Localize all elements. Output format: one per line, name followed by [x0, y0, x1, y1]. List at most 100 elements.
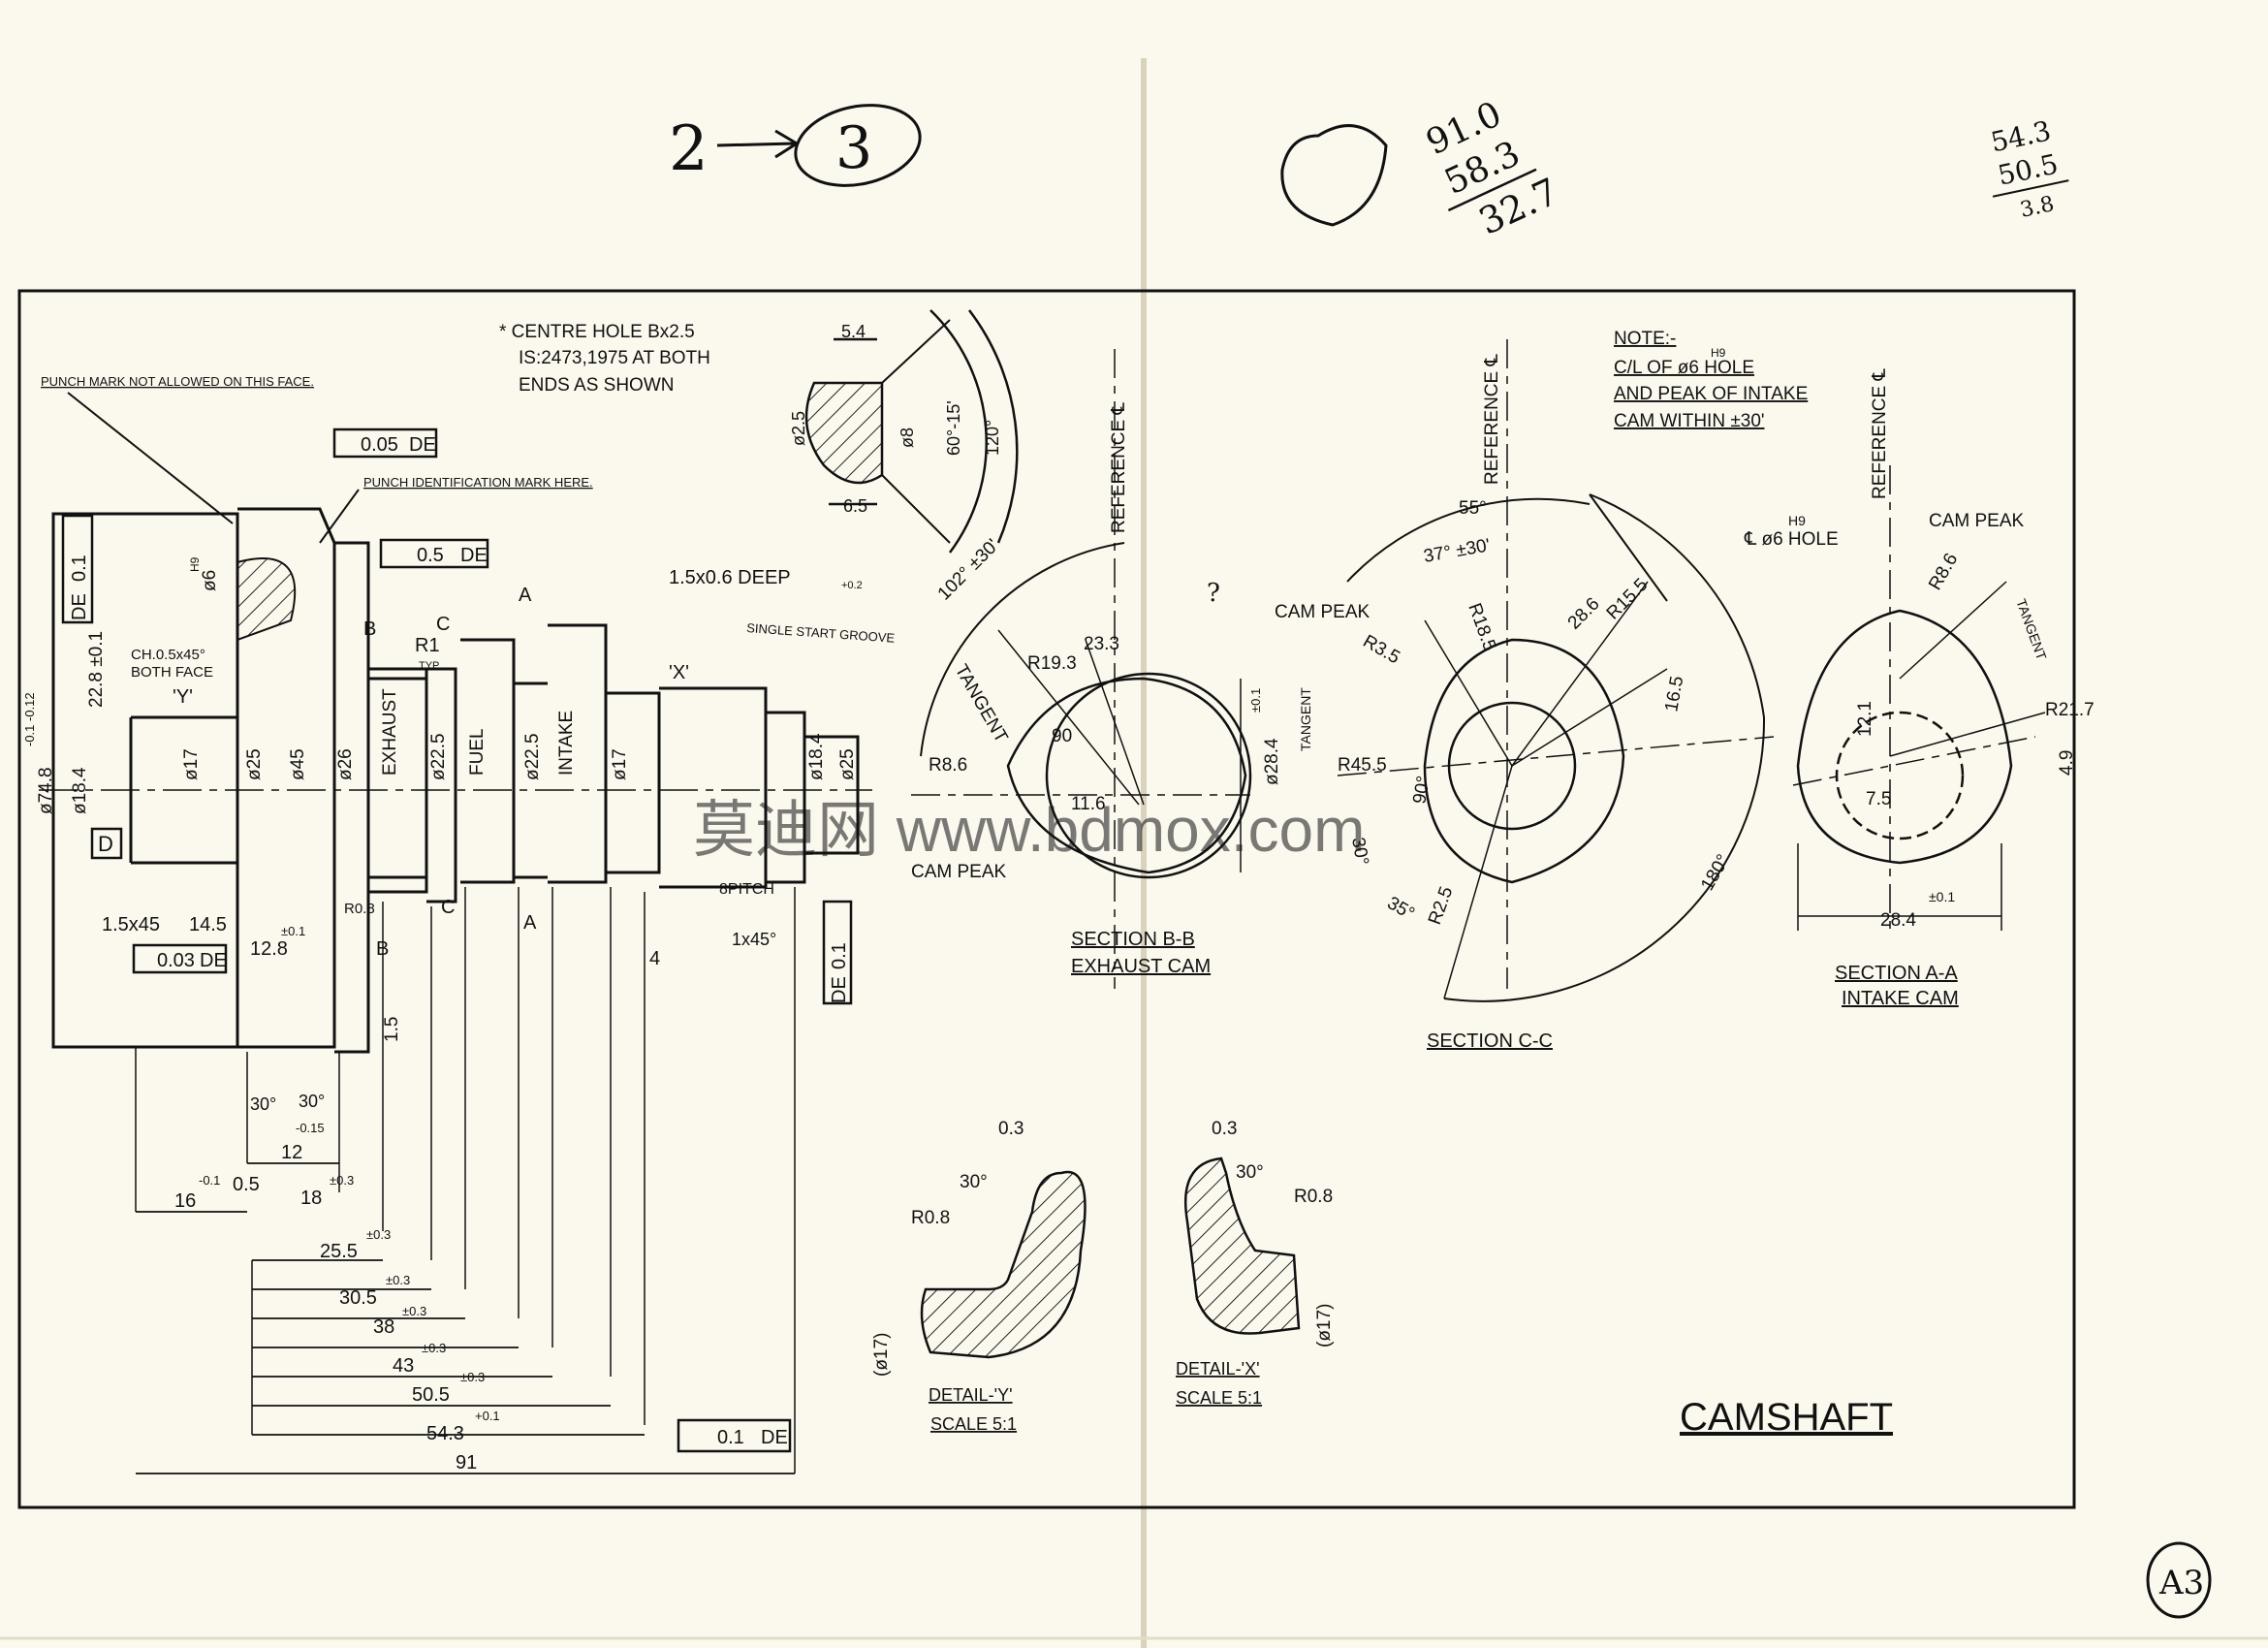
- dim-43: 43: [393, 1355, 414, 1377]
- section-aa-28-4-tol: ±0.1: [1929, 889, 1955, 904]
- section-aa-reference: REFERENCE ℄: [1870, 368, 1890, 499]
- dia-17-right: ø17: [610, 748, 630, 780]
- dim-18-tol: ±0.3: [330, 1173, 354, 1188]
- detail-y-scale: SCALE 5:1: [930, 1414, 1017, 1434]
- fcf-6-value: 0.1: [717, 1427, 744, 1448]
- dim-12-8: 12.8: [250, 938, 288, 960]
- dim-30-5-tol: ±0.3: [386, 1273, 410, 1287]
- section-bb-title: SECTION B-B: [1071, 929, 1195, 950]
- fcf-4-value: 0.03: [157, 950, 195, 971]
- dimension-lines: [136, 1162, 795, 1474]
- dim-50-5: 50.5: [412, 1384, 450, 1406]
- section-aa-title: SECTION A-A: [1835, 963, 1958, 984]
- section-bb-tangent-2: TANGENT: [1298, 687, 1313, 751]
- fcf-3-value: 0.1: [69, 555, 90, 582]
- detail-x-view: [1183, 1157, 1301, 1335]
- page-mark-circle-icon: [2146, 1541, 2212, 1619]
- detail-y-marker: 'Y': [173, 686, 193, 708]
- page-mark-label: A3: [2158, 1564, 2204, 1602]
- section-bb-reference: REFERENCE ℄: [1109, 402, 1129, 533]
- dim-25-5: 25.5: [320, 1241, 358, 1262]
- dim-0-5: 0.5: [233, 1174, 260, 1195]
- dim-38: 38: [373, 1316, 394, 1338]
- dia-18-4-right: ø18.4: [806, 733, 827, 780]
- section-bb-r19-3: R19.3: [1027, 653, 1077, 674]
- fcf-1-value: 0.05: [361, 434, 398, 456]
- hand-pentagon-icon: [1280, 124, 1388, 227]
- dia-22-5-a: ø22.5: [428, 733, 449, 780]
- pitch-label: 8PITCH: [719, 881, 774, 898]
- cam-note-2: C/L OF ø6 HOLE: [1614, 358, 1754, 378]
- section-bb-dia-28-4: ø28.4: [1262, 738, 1282, 785]
- section-aa-28-4: 28.4: [1880, 910, 1916, 931]
- chamfer-note: CH.0.5x45°: [131, 647, 205, 663]
- section-aa-cam-peak: CAM PEAK: [1929, 511, 2025, 531]
- punch-id-note: PUNCH IDENTIFICATION MARK HERE.: [363, 475, 593, 490]
- section-cc-37: 37° ±30': [1422, 535, 1492, 567]
- dia-17-left: ø17: [181, 748, 202, 780]
- centre-hole-note-2: IS:2473,1975 AT BOTH: [519, 348, 710, 368]
- dia-45: ø45: [288, 748, 308, 780]
- section-cc-r45-5: R45.5: [1338, 755, 1387, 776]
- angle-30-a: 30°: [250, 1094, 276, 1114]
- section-aa-4-9: 4.9: [2057, 750, 2077, 776]
- hand-circle-icon: [794, 104, 922, 187]
- section-bb-tangent: TANGENT: [951, 661, 1012, 746]
- dim-54-3: 54.3: [426, 1423, 464, 1444]
- section-bb-cam: [911, 349, 1252, 989]
- centre-hole-note-1: * CENTRE HOLE Bx2.5: [499, 322, 695, 342]
- dim-1-5x45: 1.5x45: [102, 914, 160, 935]
- dia-25-left: ø25: [244, 748, 265, 780]
- tolerance-frames: [61, 428, 853, 1453]
- fcf-5-datum: DE: [829, 976, 850, 1003]
- cam-note-4: CAM WITHIN ±30': [1614, 411, 1765, 431]
- section-cc-reference: REFERENCE ℄: [1482, 354, 1502, 485]
- centre-hole-detail: [804, 309, 1019, 554]
- dim-16-tol: -0.1: [199, 1173, 220, 1188]
- section-cc-r15-5: R15.5: [1603, 575, 1653, 624]
- detail-x-d17: (ø17): [1314, 1304, 1335, 1347]
- centre-dim-6-5: 6.5: [843, 496, 867, 516]
- section-bb-subtitle: EXHAUST CAM: [1071, 956, 1211, 977]
- section-aa-r8-6: R8.6: [1925, 550, 1962, 593]
- centre-dim-8: ø8: [898, 428, 917, 448]
- hand-calc2-c: 3.8: [2018, 192, 2056, 223]
- radius-r1: R1: [415, 635, 440, 656]
- section-bb-dia-28-4-tol: ±0.1: [1248, 688, 1263, 713]
- drawing-border: [17, 289, 2076, 1509]
- dim-50-5-tol: ±0.3: [460, 1370, 485, 1384]
- section-bb-90: 90: [1052, 726, 1072, 746]
- section-aa-7-5: 7.5: [1866, 789, 1891, 809]
- detail-x-marker: 'X': [669, 662, 689, 683]
- detail-x-scale: SCALE 5:1: [1176, 1388, 1262, 1408]
- dim-12-tol: -0.15: [296, 1121, 325, 1135]
- detail-x-title: DETAIL-'X': [1176, 1359, 1260, 1379]
- section-bb-query: ?: [1207, 579, 1220, 608]
- detail-y-title: DETAIL-'Y': [929, 1385, 1013, 1405]
- cut-label-a-top: A: [519, 585, 532, 606]
- dim-14-5: 14.5: [189, 914, 227, 935]
- label-typ: TYP: [419, 660, 439, 672]
- centre-angle-120: 120°: [983, 420, 1002, 456]
- section-aa-hole: ℄ ø6 HOLE: [1744, 529, 1839, 550]
- section-cc-90: 90°: [1409, 775, 1434, 806]
- section-cc-30: 30°: [1347, 836, 1372, 867]
- section-aa-h9: H9: [1788, 513, 1806, 528]
- angle-30-b: 30°: [299, 1092, 325, 1111]
- section-bb-11-6: 11.6: [1071, 794, 1106, 814]
- centre-dim-5-4: 5.4: [841, 322, 866, 341]
- dim-12: 12: [281, 1142, 302, 1163]
- section-aa-cam: [1792, 465, 2046, 931]
- dim-4: 4: [649, 948, 660, 969]
- detail-x-r0-8: R0.8: [1294, 1187, 1333, 1207]
- dia-25-right: ø25: [837, 748, 858, 780]
- hand-arrow-icon: [716, 129, 800, 159]
- section-aa-12-1: 12.1: [1855, 701, 1875, 737]
- groove-tol: +0.2: [841, 580, 863, 591]
- cam-note-h9: H9: [1711, 346, 1726, 360]
- section-cc-title: SECTION C-C: [1427, 1030, 1553, 1052]
- section-cc-cam-peak: CAM PEAK: [1275, 602, 1370, 622]
- section-cc-r3-5: R3.5: [1360, 631, 1403, 668]
- section-cc-35: 35°: [1384, 893, 1418, 925]
